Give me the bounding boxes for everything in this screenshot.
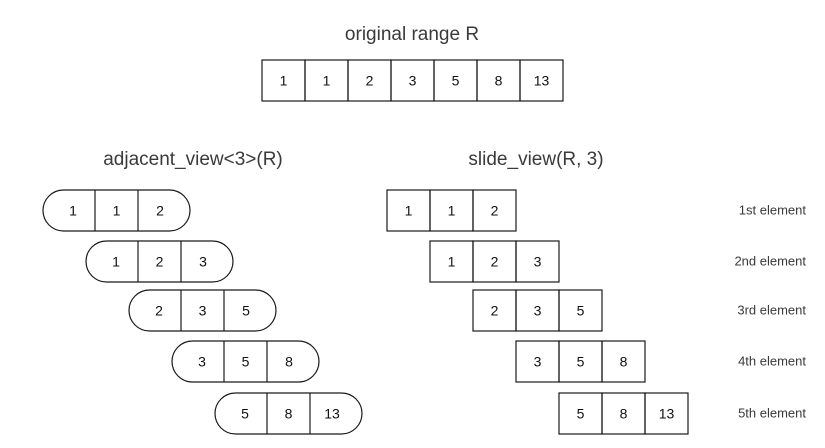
original-cell-value: 8 [495, 73, 503, 89]
slide-cell-value: 3 [534, 354, 542, 370]
element-label: 2nd element [734, 254, 806, 269]
adjacent-cell-value: 2 [156, 203, 164, 219]
slide-element: 2 3 5 [472, 289, 603, 332]
element-label: 4th element [738, 354, 806, 369]
slide-cell-value: 5 [577, 354, 585, 370]
adjacent-pill-outline [128, 289, 277, 332]
original-cell-value: 1 [280, 73, 288, 89]
slide-element: 5 8 13 [558, 392, 689, 435]
slide-cell-value: 1 [448, 254, 456, 270]
adjacent-element: 1 1 2 [42, 189, 191, 232]
element-label: 3rd element [737, 303, 806, 318]
adjacent-pill-outline [171, 340, 320, 383]
adjacent-cell-value: 1 [69, 203, 77, 219]
element-labels: 1st element 2nd element 3rd element 4th ele… [734, 203, 806, 421]
adjacent-pill-outline [85, 240, 234, 283]
original-cell-value: 3 [409, 73, 417, 89]
adjacent-cell-value: 1 [112, 254, 120, 270]
adjacent-view-title: adjacent_view<3>(R) [103, 149, 283, 170]
slide-view-rows: 1 1 2 1 2 3 2 3 5 3 5 8 5 8 13 [386, 189, 689, 435]
slide-cell-value: 8 [620, 406, 628, 422]
slide-cell-value: 2 [491, 254, 499, 270]
slide-cell [558, 289, 603, 332]
slide-element: 1 2 3 [429, 240, 560, 283]
original-cell-value: 1 [323, 73, 331, 89]
slide-cell-value: 3 [534, 303, 542, 319]
adjacent-cell-value: 3 [198, 354, 206, 370]
original-range-title: original range R [345, 24, 479, 45]
slide-cell [515, 240, 560, 283]
slide-cell-value: 8 [620, 354, 628, 370]
slide-cell-value: 5 [577, 406, 585, 422]
adjacent-cell-value: 5 [242, 354, 250, 370]
slide-cell-value: 13 [659, 406, 675, 422]
adjacent-cell-value: 5 [241, 406, 249, 422]
adjacent-element: 3 5 8 [171, 340, 320, 383]
element-label: 1st element [739, 203, 807, 218]
slide-cell-value: 5 [577, 303, 585, 319]
adjacent-cell-value: 8 [285, 354, 293, 370]
adjacent-cell-value: 1 [113, 203, 121, 219]
slide-cell [601, 340, 646, 383]
slide-cell-value: 3 [534, 254, 542, 270]
slide-cell [472, 189, 517, 232]
original-cell-value: 13 [534, 73, 550, 89]
adjacent-cell-value: 2 [155, 303, 163, 319]
adjacent-cell-value: 2 [156, 254, 164, 270]
adjacent-cell-value: 8 [285, 406, 293, 422]
adjacent-cell-value: 5 [242, 303, 250, 319]
slide-element: 1 1 2 [386, 189, 517, 232]
slide-cell-value: 1 [405, 203, 413, 219]
adjacent-cell-value: 13 [324, 406, 340, 422]
slide-cell-value: 1 [448, 203, 456, 219]
original-cell-value: 2 [366, 73, 374, 89]
adjacent-pill-outline [214, 392, 363, 435]
adjacent-element: 1 2 3 [85, 240, 234, 283]
adjacent-view-rows: 1 1 2 1 2 3 2 3 5 3 5 8 5 8 13 [42, 189, 363, 435]
original-range-cells: 1 1 2 3 5 8 13 [261, 59, 564, 102]
slide-view-title: slide_view(R, 3) [468, 149, 603, 170]
original-cell [519, 59, 564, 102]
slide-cell [644, 392, 689, 435]
adjacent-cell-value: 3 [199, 303, 207, 319]
adjacent-element: 2 3 5 [128, 289, 277, 332]
adjacent-cell-value: 3 [199, 254, 207, 270]
slide-element: 3 5 8 [515, 340, 646, 383]
element-label: 5th element [738, 406, 806, 421]
adjacent-element: 5 8 13 [214, 392, 363, 435]
slide-cell-value: 2 [491, 203, 499, 219]
adjacent-pill-outline [42, 189, 191, 232]
slide-cell-value: 2 [491, 303, 499, 319]
original-cell-value: 5 [452, 73, 460, 89]
